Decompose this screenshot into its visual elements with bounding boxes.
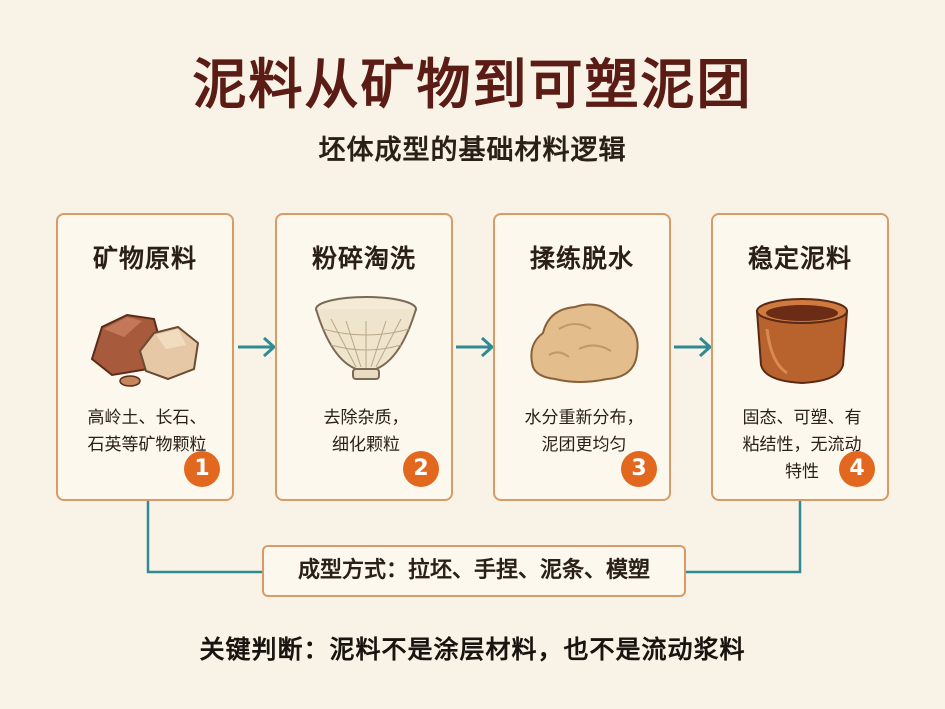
- step-number-badge: 3: [621, 451, 657, 487]
- step-desc: 水分重新分布， 泥团更均匀: [524, 408, 644, 455]
- step-number-badge: 2: [403, 451, 439, 487]
- arrow-right-icon: [674, 336, 713, 358]
- step-card-2: 粉碎淘洗 去除杂质， 细化颗粒 2: [275, 213, 453, 501]
- step-title: 粉碎淘洗: [311, 244, 416, 273]
- step-title: 矿物原料: [92, 244, 197, 273]
- page-subtitle: 坯体成型的基础材料逻辑: [318, 135, 627, 166]
- step-desc: 固态、可塑、有 粘结性，无流动 特性: [742, 408, 862, 482]
- step-title: 稳定泥料: [747, 244, 852, 273]
- step-desc: 高岭土、长石、 石英等矿物颗粒: [87, 408, 207, 455]
- forming-methods-box: 成型方式：拉坯、手捏、泥条、模塑: [262, 545, 686, 597]
- arrow-right-icon: [456, 336, 495, 358]
- step-card-4: 稳定泥料 固态、可塑、有 粘结性，无流动 特性 4: [711, 213, 889, 501]
- step-number-badge: 1: [184, 451, 220, 487]
- key-judgement: 关键判断：泥料不是涂层材料，也不是流动浆料: [199, 635, 746, 664]
- clay-pot-icon: [755, 298, 849, 385]
- sieve-bowl-icon: [315, 296, 417, 380]
- arrow-right-icon: [238, 336, 277, 358]
- step-desc: 去除杂质， 细化颗粒: [323, 408, 409, 455]
- page-title: 泥料从矿物到可塑泥团: [192, 52, 753, 116]
- step-number-badge: 4: [839, 451, 875, 487]
- step-card-1: 矿物原料 高岭土、长石、 石英等矿物颗粒 1: [56, 213, 234, 501]
- step-card-3: 揉练脱水 水分重新分布， 泥团更均匀 3: [493, 213, 671, 501]
- clay-lump-icon: [530, 303, 639, 383]
- step-title: 揉练脱水: [529, 244, 634, 273]
- rocks-icon: [90, 313, 200, 387]
